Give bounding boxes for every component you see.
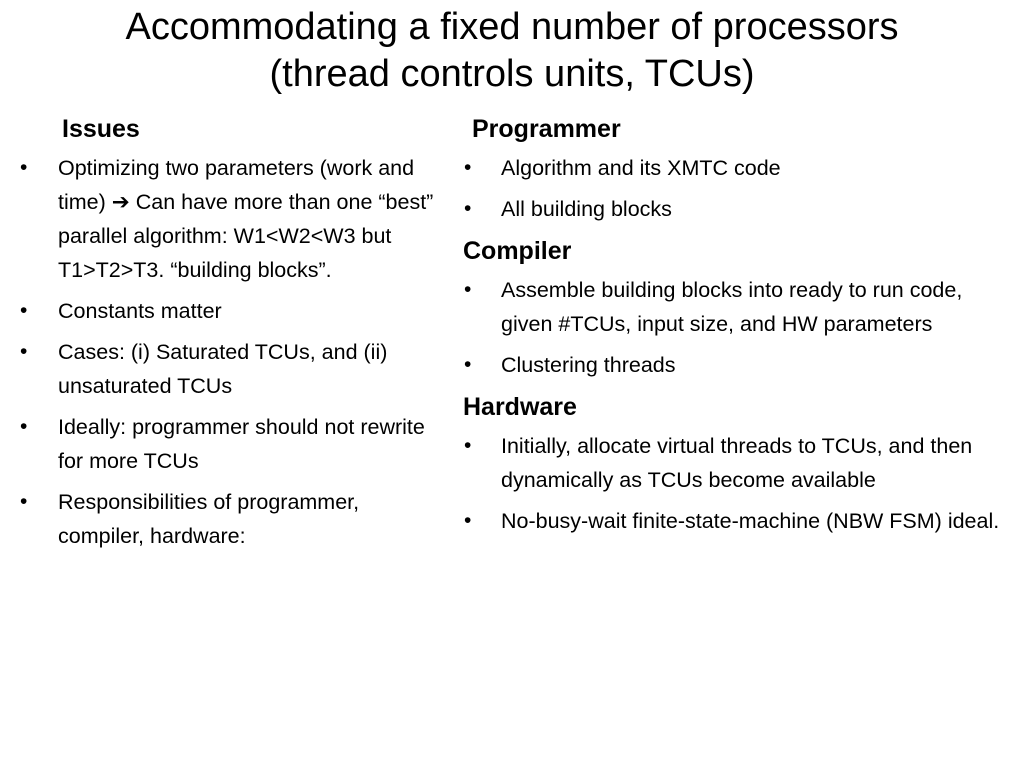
issues-heading: Issues: [62, 115, 140, 143]
issues-list: • Optimizing two parameters (work and ti…: [20, 151, 448, 553]
compiler-item-2: Clustering threads: [501, 353, 676, 377]
bullet-icon: •: [464, 156, 472, 179]
list-item: • All building blocks: [462, 192, 1002, 226]
list-item: • Responsibilities of programmer, compil…: [20, 485, 448, 553]
hardware-item-1: Initially, allocate virtual threads to T…: [501, 434, 973, 492]
programmer-heading: Programmer: [472, 115, 621, 143]
issue-text-3: Cases: (i) Saturated TCUs, and (ii) unsa…: [58, 340, 388, 398]
hardware-list: • Initially, allocate virtual threads to…: [462, 429, 1002, 538]
list-item: • Constants matter: [20, 294, 448, 328]
compiler-list: • Assemble building blocks into ready to…: [462, 273, 1002, 382]
list-item: • Algorithm and its XMTC code: [462, 151, 1002, 185]
programmer-list: • Algorithm and its XMTC code • All buil…: [462, 151, 1002, 226]
list-item: • Clustering threads: [462, 348, 1002, 382]
list-item: • Cases: (i) Saturated TCUs, and (ii) un…: [20, 335, 448, 403]
title-line-1: Accommodating a fixed number of processo…: [125, 6, 899, 48]
bullet-icon: •: [20, 415, 28, 438]
hardware-heading: Hardware: [463, 393, 577, 421]
bullet-icon: •: [464, 509, 472, 532]
bullet-icon: •: [20, 340, 28, 363]
list-item: • Optimizing two parameters (work and ti…: [20, 151, 448, 287]
bullet-icon: •: [20, 156, 28, 179]
bullet-icon: •: [464, 197, 472, 220]
list-item: • Assemble building blocks into ready to…: [462, 273, 1002, 341]
bullet-icon: •: [464, 353, 472, 376]
issue-text-5: Responsibilities of programmer, compiler…: [58, 490, 360, 548]
compiler-item-1: Assemble building blocks into ready to r…: [501, 278, 963, 336]
programmer-item-1: Algorithm and its XMTC code: [501, 156, 781, 180]
issue-text-1a: Optimizing two parameters (work and time…: [58, 156, 415, 214]
list-item: • Ideally: programmer should not rewrite…: [20, 410, 448, 478]
list-item: • No-busy-wait finite-state-machine (NBW…: [462, 504, 1002, 538]
bullet-icon: •: [20, 490, 28, 513]
title-line-2: (thread controls units, TCUs): [269, 53, 755, 95]
list-item: • Initially, allocate virtual threads to…: [462, 429, 1002, 497]
programmer-item-2: All building blocks: [501, 197, 672, 221]
bullet-icon: •: [20, 299, 28, 322]
issue-text-2: Constants matter: [58, 299, 222, 323]
compiler-heading: Compiler: [463, 237, 572, 265]
issue-text-1b: Can have more than one “best” parallel a…: [58, 190, 434, 282]
issue-text-4: Ideally: programmer should not rewrite f…: [58, 415, 425, 473]
issues-column: Issues • Optimizing two parameters (work…: [20, 114, 448, 553]
hardware-item-2: No-busy-wait finite-state-machine (NBW F…: [501, 509, 1000, 533]
bullet-icon: •: [464, 278, 472, 301]
bullet-icon: •: [464, 434, 472, 457]
roles-column: Programmer • Algorithm and its XMTC code…: [462, 114, 1002, 538]
slide-title: Accommodating a fixed number of processo…: [40, 4, 984, 98]
right-arrow-icon: ➔: [111, 190, 130, 214]
